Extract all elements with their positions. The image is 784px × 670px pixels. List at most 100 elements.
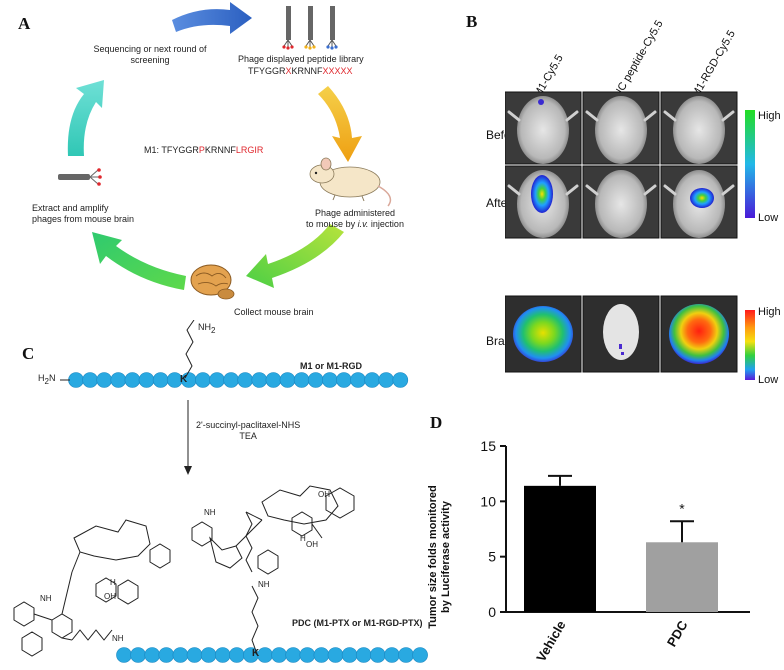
peptide-bead (209, 372, 225, 388)
peptide-bead (110, 372, 127, 388)
yellow-cycle-arrow (318, 86, 362, 162)
nh-label-right: NH (258, 580, 270, 589)
peptide-chain-top (68, 372, 409, 388)
library-seq-xs: XXXXX (322, 66, 353, 76)
brain-rgd-heat (669, 304, 729, 364)
oh-label-2: OH (306, 540, 318, 549)
paclitaxel-structure-left (13, 519, 171, 657)
nh2-top-sub: 2 (211, 325, 216, 335)
m1-p: P (198, 145, 205, 155)
peptide-bead (412, 647, 428, 663)
y-axis-label-line2: by Luciferase activity (440, 501, 452, 613)
phage-admin-line2: to mouse by i.v. injection (300, 219, 410, 230)
sequencing-label: Sequencing or next round of screening (93, 44, 207, 65)
oh-label-3: OH (104, 592, 116, 601)
peptide-bead (237, 372, 253, 388)
peptide-bead (384, 647, 400, 663)
peptide-bead (336, 372, 352, 388)
oh-label-1: OH (318, 490, 330, 499)
h-label-2: H (110, 578, 116, 587)
panel-letter-d: D (430, 413, 443, 432)
succinyl-linker-right (245, 511, 253, 573)
brain-m1-heat (513, 306, 573, 362)
h2n-label: H2N (38, 373, 55, 387)
before-m1-signal (538, 99, 544, 105)
collect-label: Collect mouse brain (234, 307, 314, 317)
y-axis-label: Tumor size folds monitored by Luciferase… (427, 456, 452, 656)
extract-label: Extract and amplify phages from mouse br… (32, 203, 134, 225)
panel-letter-b: B (466, 12, 478, 31)
peptide-bead (152, 372, 169, 388)
phage-admin-pre: to mouse by (306, 219, 358, 229)
peptide-bead (321, 372, 338, 388)
peptide-bead (257, 647, 273, 663)
peptide-bead (350, 372, 366, 388)
nh2-top-label: NH2 (198, 322, 215, 336)
panel-c-scheme (13, 320, 428, 663)
peptide-bead (307, 372, 324, 388)
after-rgd-signal (690, 188, 714, 208)
peptide-bead (364, 372, 380, 388)
phage-admin-line1: Phage administered (314, 208, 396, 218)
peptide-bead (96, 372, 112, 388)
h2n-h: H (38, 373, 45, 383)
y-tick-label: 15 (480, 438, 496, 454)
peptide-bead (186, 647, 203, 663)
m1-mid: KRNNF (204, 145, 236, 155)
green-cycle-arrow-left (92, 232, 186, 290)
peptide-bead (285, 647, 302, 663)
teal-cycle-arrow (67, 80, 104, 156)
peptide-bead (116, 647, 132, 663)
peptide-bead (279, 372, 296, 388)
lysine-label-top: K (180, 374, 188, 385)
peptide-bead (327, 647, 344, 663)
reagent-line2: TEA (239, 431, 257, 441)
peptide-bead (265, 372, 282, 388)
peptide-bead (144, 647, 160, 663)
mouse-icon (309, 157, 392, 207)
library-seq-prefix: TFYGGR (248, 66, 286, 76)
pdc-label: PDC (M1-PTX or M1-RGD-PTX) (292, 618, 423, 628)
imaging-panel (505, 91, 738, 373)
brain-nc (603, 304, 639, 360)
peptide-bead (82, 372, 98, 388)
peptide-bead (341, 647, 358, 663)
peptide-bead (313, 647, 330, 663)
h2n-n: N (48, 373, 56, 383)
peptide-bead (124, 372, 141, 388)
m1-or-m1-rgd-label: M1 or M1-RGD (300, 361, 363, 371)
peptide-bead (378, 372, 395, 388)
peptide-bead (299, 647, 316, 663)
green-cycle-arrow-right (246, 224, 344, 288)
library-seq-x1: X (285, 66, 292, 76)
phage-admin-post: injection (368, 219, 404, 229)
peptide-bead (271, 647, 287, 663)
panel-letter-a: A (18, 14, 31, 33)
intensity-legend-top (745, 110, 755, 218)
reagent-line1: 2'-succinyl-paclitaxel-NHS (196, 420, 301, 430)
phage-admin-label: Phage administered to mouse by i.v. inje… (300, 208, 410, 230)
panel-a-cycle-diagram (58, 2, 392, 300)
lysine-side-chain-top (184, 320, 195, 379)
peptide-bead (138, 372, 155, 388)
peptide-bead (392, 372, 409, 388)
bar-vehicle (524, 485, 596, 612)
peptide-bead (223, 372, 239, 388)
intensity-legend-brain (745, 310, 755, 380)
extract-line1: Extract and amplify (32, 203, 109, 213)
peptide-bead (369, 647, 386, 663)
x-category-label: PDC (664, 617, 691, 649)
y-tick-label: 0 (488, 604, 496, 620)
peptide-bead (251, 372, 268, 388)
y-tick-label: 10 (480, 493, 496, 509)
legend-high-top: High (758, 110, 781, 122)
h-label-1: H (300, 534, 306, 543)
peptide-bead (293, 372, 310, 388)
y-tick-label: 5 (488, 549, 496, 565)
blue-cycle-arrow (172, 2, 252, 34)
lysine-side-chain-bottom (251, 585, 259, 655)
peptide-bead (158, 647, 175, 663)
peptide-bead (355, 647, 372, 663)
single-phage-icon (58, 168, 102, 186)
